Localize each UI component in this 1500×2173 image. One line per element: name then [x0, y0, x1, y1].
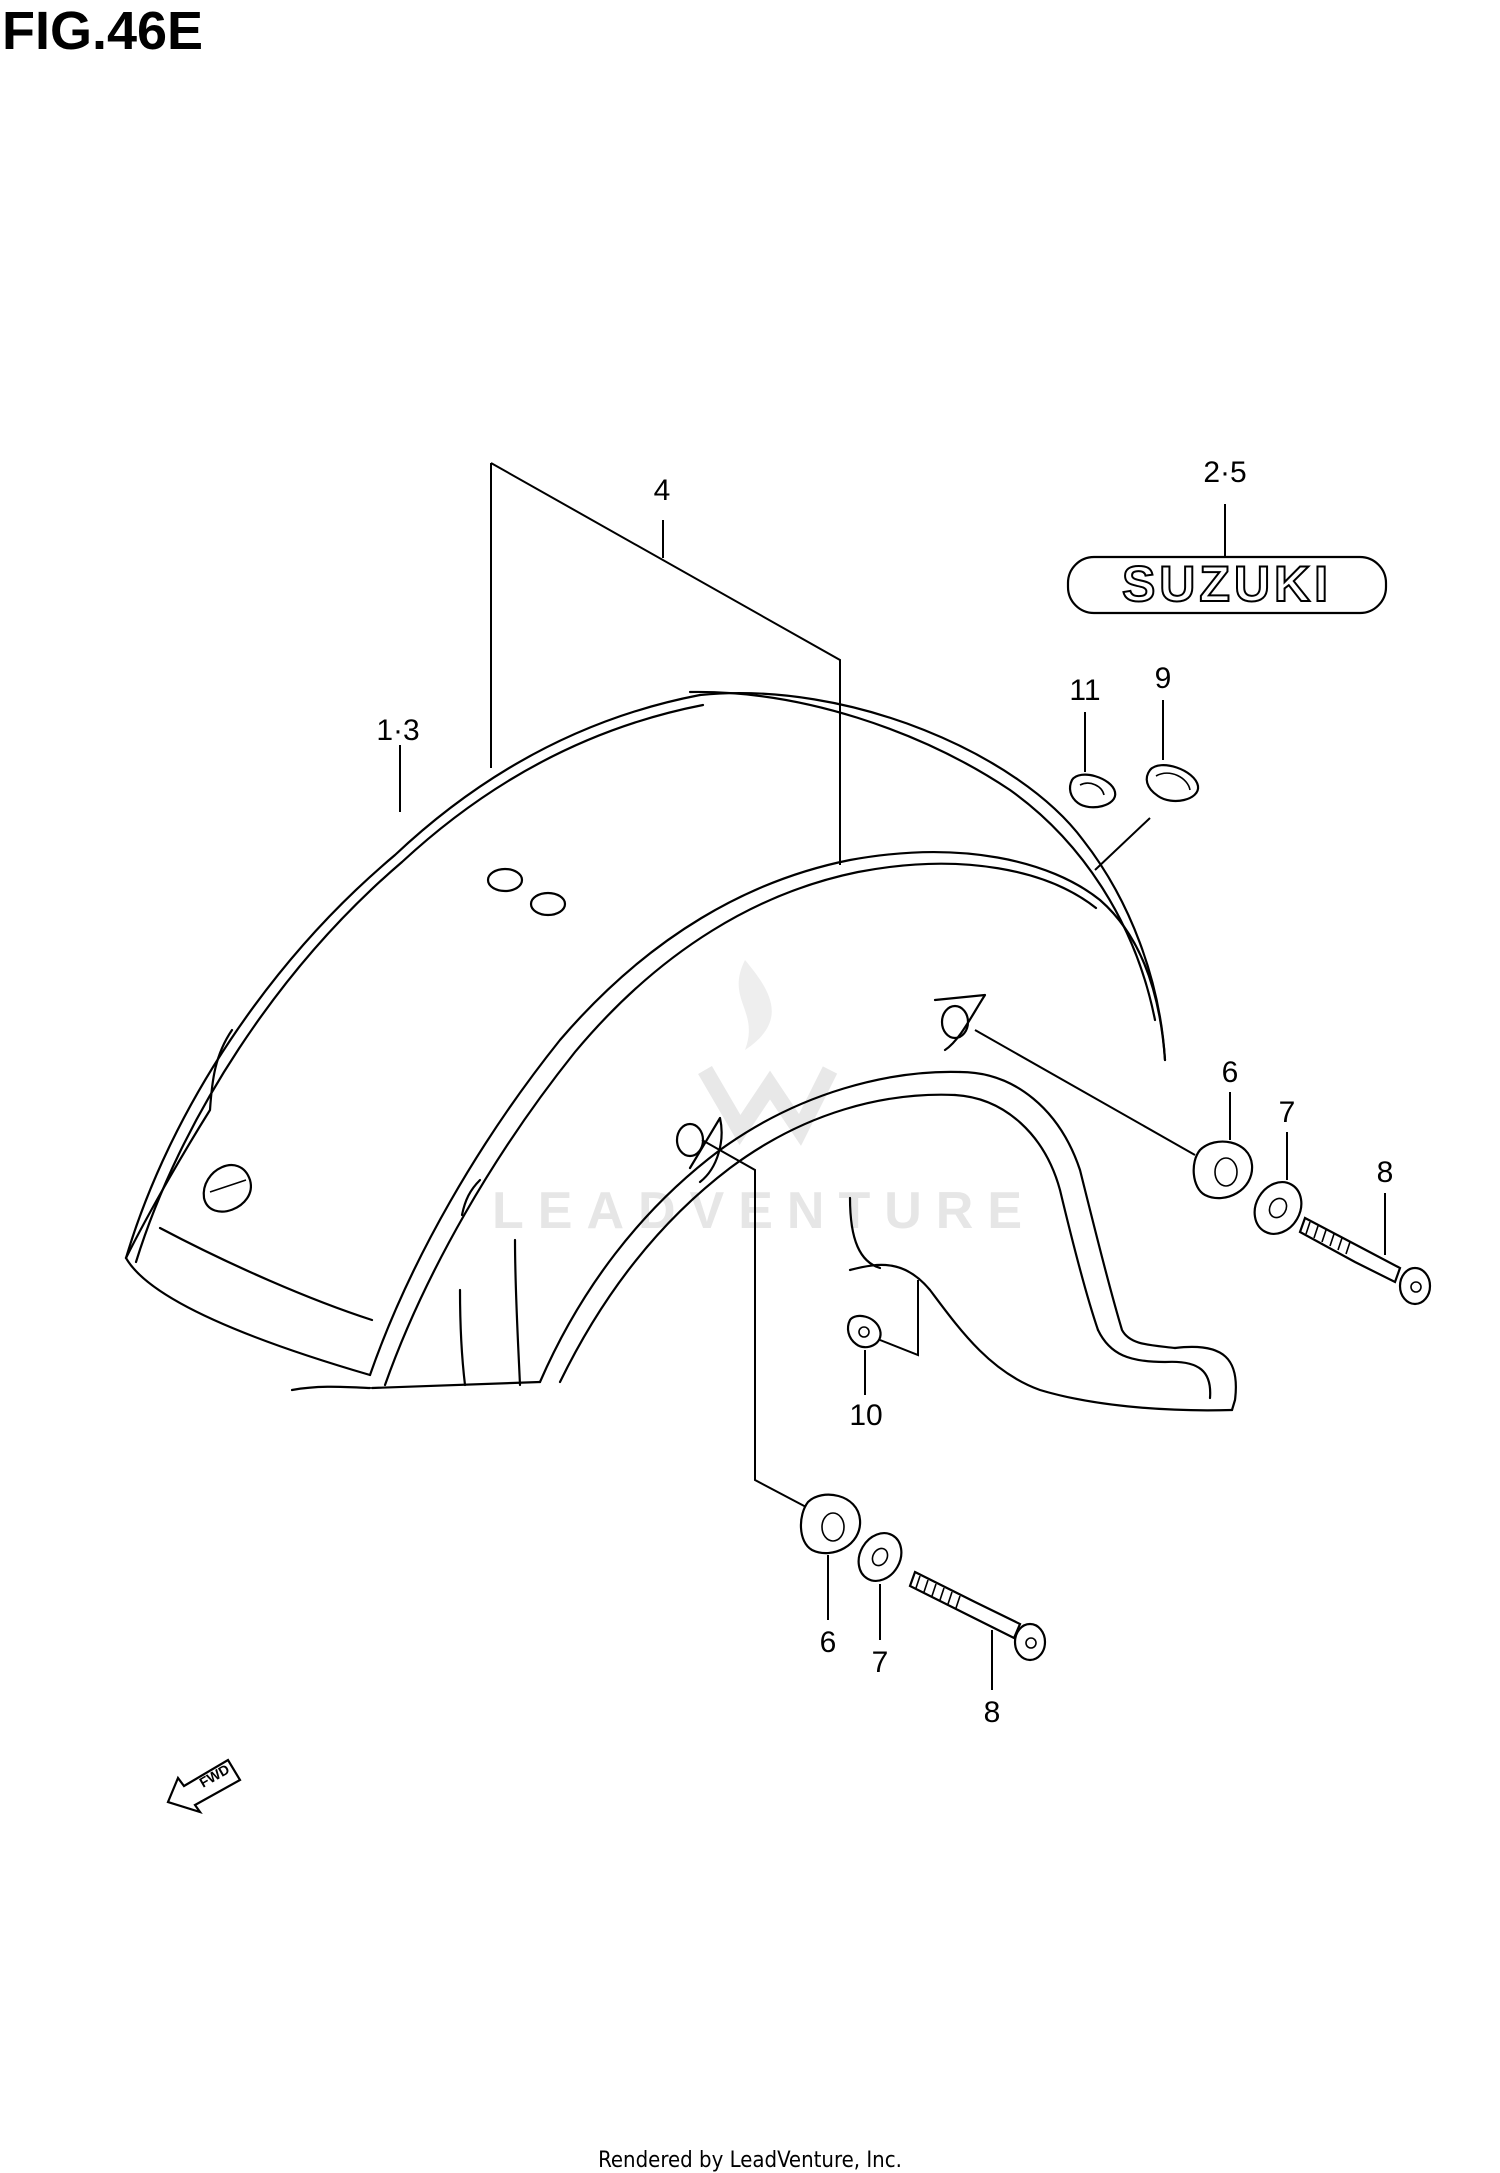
callout-2-5: 2·5 [1203, 456, 1246, 489]
grommet-9 [1094, 700, 1200, 871]
collar-6-upper [1192, 1092, 1254, 1200]
watermark-text: LEADVENTURE [492, 1182, 1036, 1240]
callout-6-lower: 6 [820, 1626, 837, 1659]
callout-10: 10 [849, 1399, 882, 1432]
washer-7-upper [1253, 1132, 1303, 1235]
fwd-arrow-icon: FWD [166, 1758, 242, 1815]
callout-4: 4 [654, 474, 671, 507]
footer-credit: Rendered by LeadVenture, Inc. [598, 2148, 902, 2173]
grommet-11 [1068, 712, 1117, 809]
emblem-text: SUZUKI [1122, 556, 1332, 612]
leader-lower-mount [701, 1139, 809, 1509]
washer-7-lower [857, 1532, 903, 1640]
callout-11: 11 [1069, 674, 1100, 707]
callout-8-lower: 8 [984, 1696, 1001, 1729]
callout-1-3: 1·3 [376, 714, 419, 747]
collar-6-lower [799, 1493, 862, 1620]
nut-10 [846, 1280, 919, 1395]
bolt-8-lower [908, 1570, 1047, 1690]
leader-upper-mount [974, 1029, 1196, 1156]
callout-7-upper: 7 [1279, 1096, 1296, 1129]
suzuki-emblem: SUZUKI [1066, 504, 1388, 615]
callout-9: 9 [1155, 662, 1172, 695]
callout-6-upper: 6 [1222, 1056, 1239, 1089]
figure-title: FIG.46E [2, 1, 204, 61]
callout-8-upper: 8 [1377, 1156, 1394, 1189]
bolt-8-upper [1298, 1193, 1432, 1306]
watermark: LEADVENTURE [492, 960, 1036, 1240]
callout-7-lower: 7 [872, 1646, 889, 1679]
rear-fender [124, 690, 1237, 1412]
leader-4b [490, 462, 841, 865]
